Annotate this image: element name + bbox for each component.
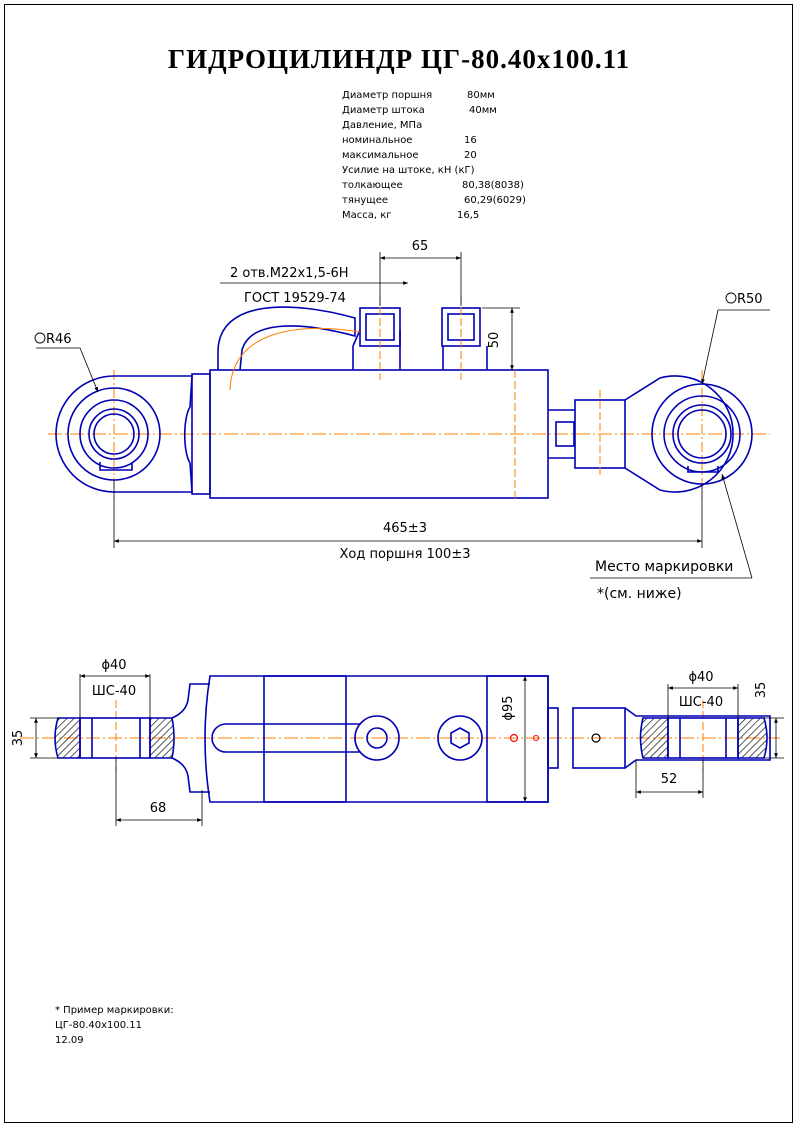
right-dia-label: ϕ40 [688,670,713,685]
spec-rod-label: Диаметр штока [342,105,425,116]
cylinder-body [209,330,575,499]
left-eye [55,373,211,495]
spec-nominal-value: 16 [464,135,477,146]
spec-rod-value: 40мм [469,105,497,116]
spec-push-label: толкающее [342,180,403,191]
port-spacing-label: 65 [412,239,429,254]
dim-length [113,480,703,548]
top-view: 65 2 отв.М22х1,5-6Н ГОСТ 19529-74 50 R46… [34,239,770,602]
marking-note-code: ЦГ-80.40х100.11 [55,1020,143,1031]
length-label: 465±3 [383,521,427,536]
spec-pull-label: тянущее [342,195,389,206]
marking-place-label: Место маркировки [595,559,733,575]
left-width-label: 35 [11,730,26,747]
left-offset-label: 68 [150,801,167,816]
dim-left-eye [30,674,203,826]
port-left [352,307,401,347]
spec-nominal-label: номинальное [342,135,413,146]
marking-note-date: 12.09 [55,1035,84,1046]
spec-max-value: 20 [464,150,477,161]
spec-pull-value: 60,29(6029) [464,195,526,206]
hydraulic-pipe [217,306,361,391]
port-height-label: 50 [487,332,502,349]
right-bearing-label: ШС-40 [679,695,723,710]
bottom-view: ϕ40 ШС-40 35 68 ϕ95 [11,658,784,826]
dim-port-spacing [379,252,462,306]
spec-mass-label: Масса, кг [342,210,392,221]
dim-right-eye [635,684,784,798]
spec-pressure-label: Давление, МПа [342,120,423,131]
spec-max-label: максимальное [342,150,419,161]
right-len-label: 52 [661,772,678,787]
left-dia-label: ϕ40 [101,658,126,673]
spec-push-value: 80,38(8038) [462,180,524,191]
radius-right-label: R50 [737,292,763,307]
left-bearing-section [54,683,210,793]
drawing-title: ГИДРОЦИЛИНДР ЦГ-80.40х100.11 [167,44,631,74]
spec-piston-value: 80мм [467,90,495,101]
dim-port-height [482,307,520,370]
radius-left-label: R46 [46,332,72,347]
spec-piston-label: Диаметр поршня [342,90,433,101]
cylinder-body-bottom [204,675,771,803]
left-bearing-label: ШС-40 [92,684,136,699]
port-thread-label: 2 отв.М22х1,5-6Н [230,266,349,281]
port-standard-label: ГОСТ 19529-74 [244,291,346,306]
body-dia-label: ϕ95 [501,695,516,720]
drawing-frame [4,4,793,1123]
spec-mass-value: 16,5 [457,210,480,221]
spec-force-label: Усилие на штоке, кН (кГ) [342,165,475,176]
marking-note-title: * Пример маркировки: [55,1005,174,1016]
right-width-label: 35 [754,682,769,699]
stroke-label: Ход поршня 100±3 [339,547,470,562]
marking-ref-label: *(см. ниже) [597,586,682,602]
